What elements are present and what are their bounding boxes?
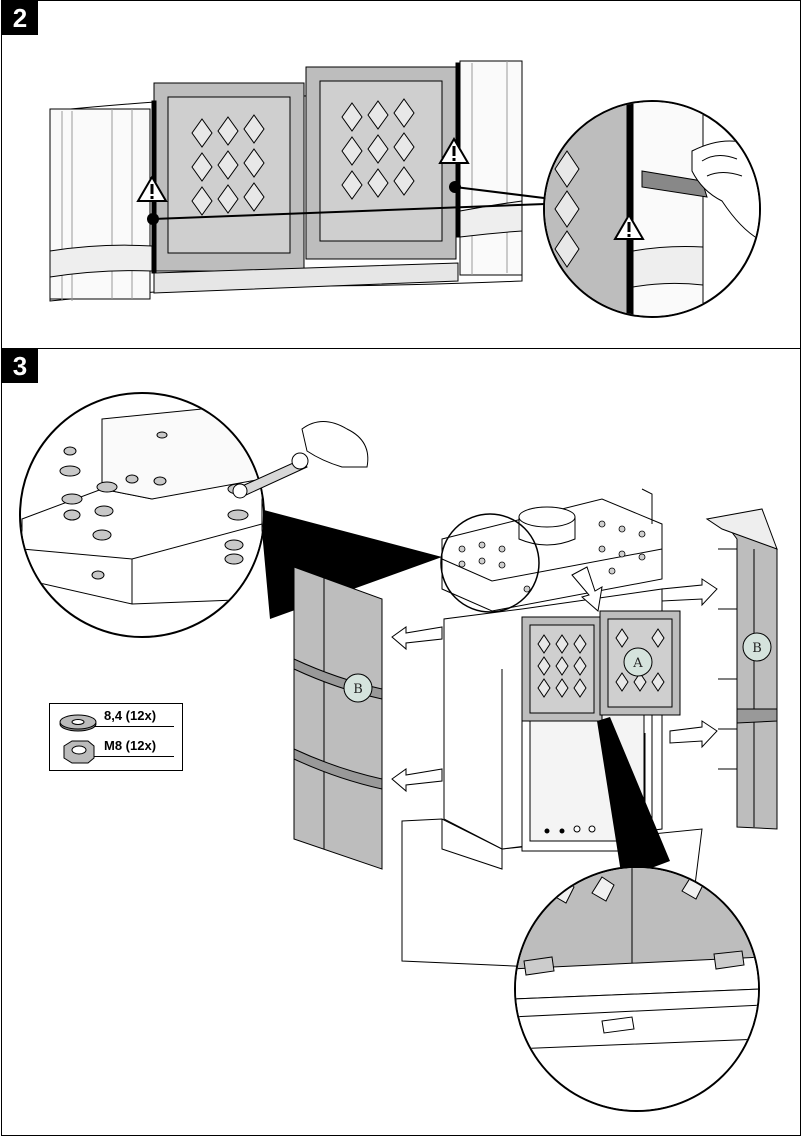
marker-dot: [147, 213, 159, 225]
tile-diamonds-right: [341, 98, 415, 200]
step-3-panel: 3: [1, 348, 801, 1136]
legend-row-nut: M8 (12x): [50, 736, 182, 766]
tile-diamonds-left: [191, 114, 265, 216]
marker-dot: [449, 181, 461, 193]
detail-zoom-nuts: [19, 392, 369, 638]
step-3-illustration: A: [19, 392, 778, 1112]
step-number: 2: [2, 1, 38, 35]
callout-b-left-label: B: [353, 682, 363, 697]
detail-zoom-cutting: [543, 100, 761, 318]
stove-front: [49, 60, 523, 302]
legend-row-washer: 8,4 (12x): [50, 706, 182, 736]
zoom-wedge-bottom: [597, 717, 670, 879]
washer-label: 8,4 (12x): [104, 708, 157, 723]
step-number: 3: [2, 349, 38, 383]
tiles-a: [521, 610, 681, 722]
washer-icon: [59, 714, 97, 732]
nut-icon: [63, 740, 95, 764]
arrow-icon: [571, 566, 603, 612]
wrench-icon: [232, 452, 309, 499]
callout-a: [623, 647, 653, 677]
side-panel-b-right: [705, 508, 778, 830]
nut-label: M8 (12x): [104, 738, 157, 753]
warning-icon: [136, 175, 168, 202]
leader-lines: [152, 186, 553, 220]
step-2-panel: 2: [1, 0, 801, 349]
top-plate: [441, 488, 663, 612]
step-2-illustration: [49, 60, 761, 318]
zoom-marker-top: [440, 513, 540, 613]
callout-b-left: [343, 673, 373, 703]
hand-icon: [301, 421, 369, 468]
callout-a-label: A: [632, 656, 643, 671]
parts-legend: 8,4 (12x) M8 (12x): [49, 703, 183, 771]
callout-b-right-label: B: [752, 641, 762, 656]
detail-zoom-rail: [514, 866, 760, 1112]
callout-b-right: [742, 632, 772, 662]
warning-icon: [613, 213, 645, 240]
bolt-group: [458, 520, 646, 593]
cutter-knife-icon: [641, 170, 708, 198]
warning-icon: [438, 137, 470, 164]
arrow-icon: [391, 626, 443, 793]
side-panel-b-left: [293, 558, 383, 870]
arrow-icon: [661, 578, 718, 749]
